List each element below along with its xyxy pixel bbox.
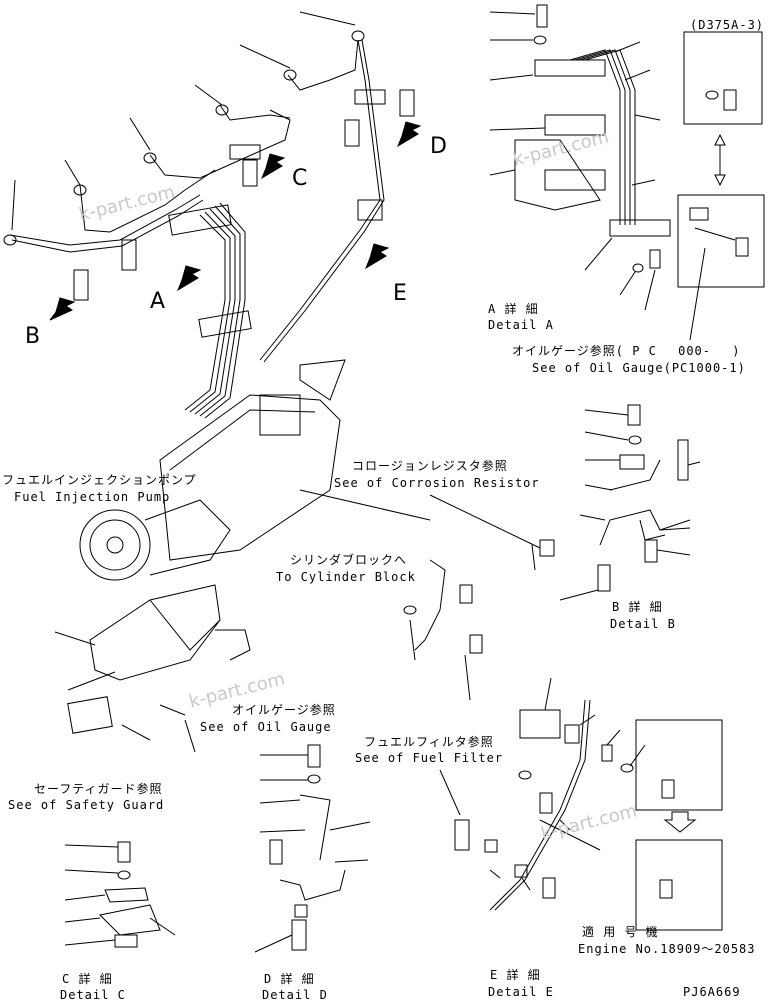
oil-gauge-top-en: See of Oil Gauge(PC1000-1) (532, 361, 746, 375)
applicable-en: Engine No.18909～20583 (578, 942, 756, 956)
detail-a-jp: A 詳 細 (488, 302, 539, 316)
model-label: (D375A-3) (690, 18, 765, 32)
detail-d-drawing (254, 744, 371, 953)
fuel-pump-en: Fuel Injection Pump (14, 490, 171, 504)
detail-e-en: Detail E (488, 985, 554, 999)
model-detail-boxes (677, 31, 765, 288)
detail-a-en: Detail A (488, 318, 554, 332)
fuel-pump-jp: フュエルインジェクションポンプ (2, 473, 197, 487)
cylinder-jp: シリンダブロックへ (290, 553, 408, 567)
injection-lines (3, 11, 415, 419)
oil-gauge-mid-jp: オイルゲージ参照 (232, 703, 336, 717)
applicable-jp: 適 用 号 機 (582, 925, 659, 939)
view-arrows (49, 121, 422, 321)
pump-bracket (54, 584, 251, 753)
detail-c-jp: C 詳 細 (62, 972, 113, 986)
detail-c-en: Detail C (60, 988, 126, 1002)
corrosion-jp: コロージョンレジスタ参照 (352, 459, 508, 473)
detail-c-drawing (64, 841, 176, 948)
callout-d: D (430, 134, 447, 159)
cylinder-en: To Cylinder Block (276, 570, 416, 584)
detail-b-jp: B 詳 細 (612, 600, 663, 614)
oil-gauge-top-jp: オイルゲージ参照( P C 000- ) (512, 344, 741, 358)
detail-b-drawing (429, 404, 701, 601)
safety-guard-jp: セーフティガード参照 (34, 782, 163, 796)
callout-a: A (150, 289, 166, 314)
fuel-filter-en: See of Fuel Filter (355, 751, 504, 765)
fuel-injection-pump (79, 359, 346, 581)
detail-e-drawing (439, 677, 723, 931)
safety-guard-en: See of Safety Guard (8, 798, 165, 812)
detail-a-drawing (489, 4, 706, 341)
detail-b-en: Detail B (610, 617, 676, 631)
detail-d-jp: D 詳 細 (264, 972, 315, 986)
drawing-number: PJ6A669 (683, 985, 741, 999)
callout-b: B (25, 324, 41, 349)
callout-c: C (292, 166, 308, 191)
fuel-filter-jp: フュエルフィルタ参照 (364, 735, 494, 749)
cylinder-bracket (299, 489, 483, 701)
detail-d-en: Detail D (262, 988, 328, 1002)
callout-e: E (393, 281, 407, 306)
oil-gauge-mid-en: See of Oil Gauge (200, 720, 332, 734)
detail-e-jp: E 詳 細 (490, 968, 541, 982)
corrosion-en: See of Corrosion Resistor (334, 476, 540, 490)
